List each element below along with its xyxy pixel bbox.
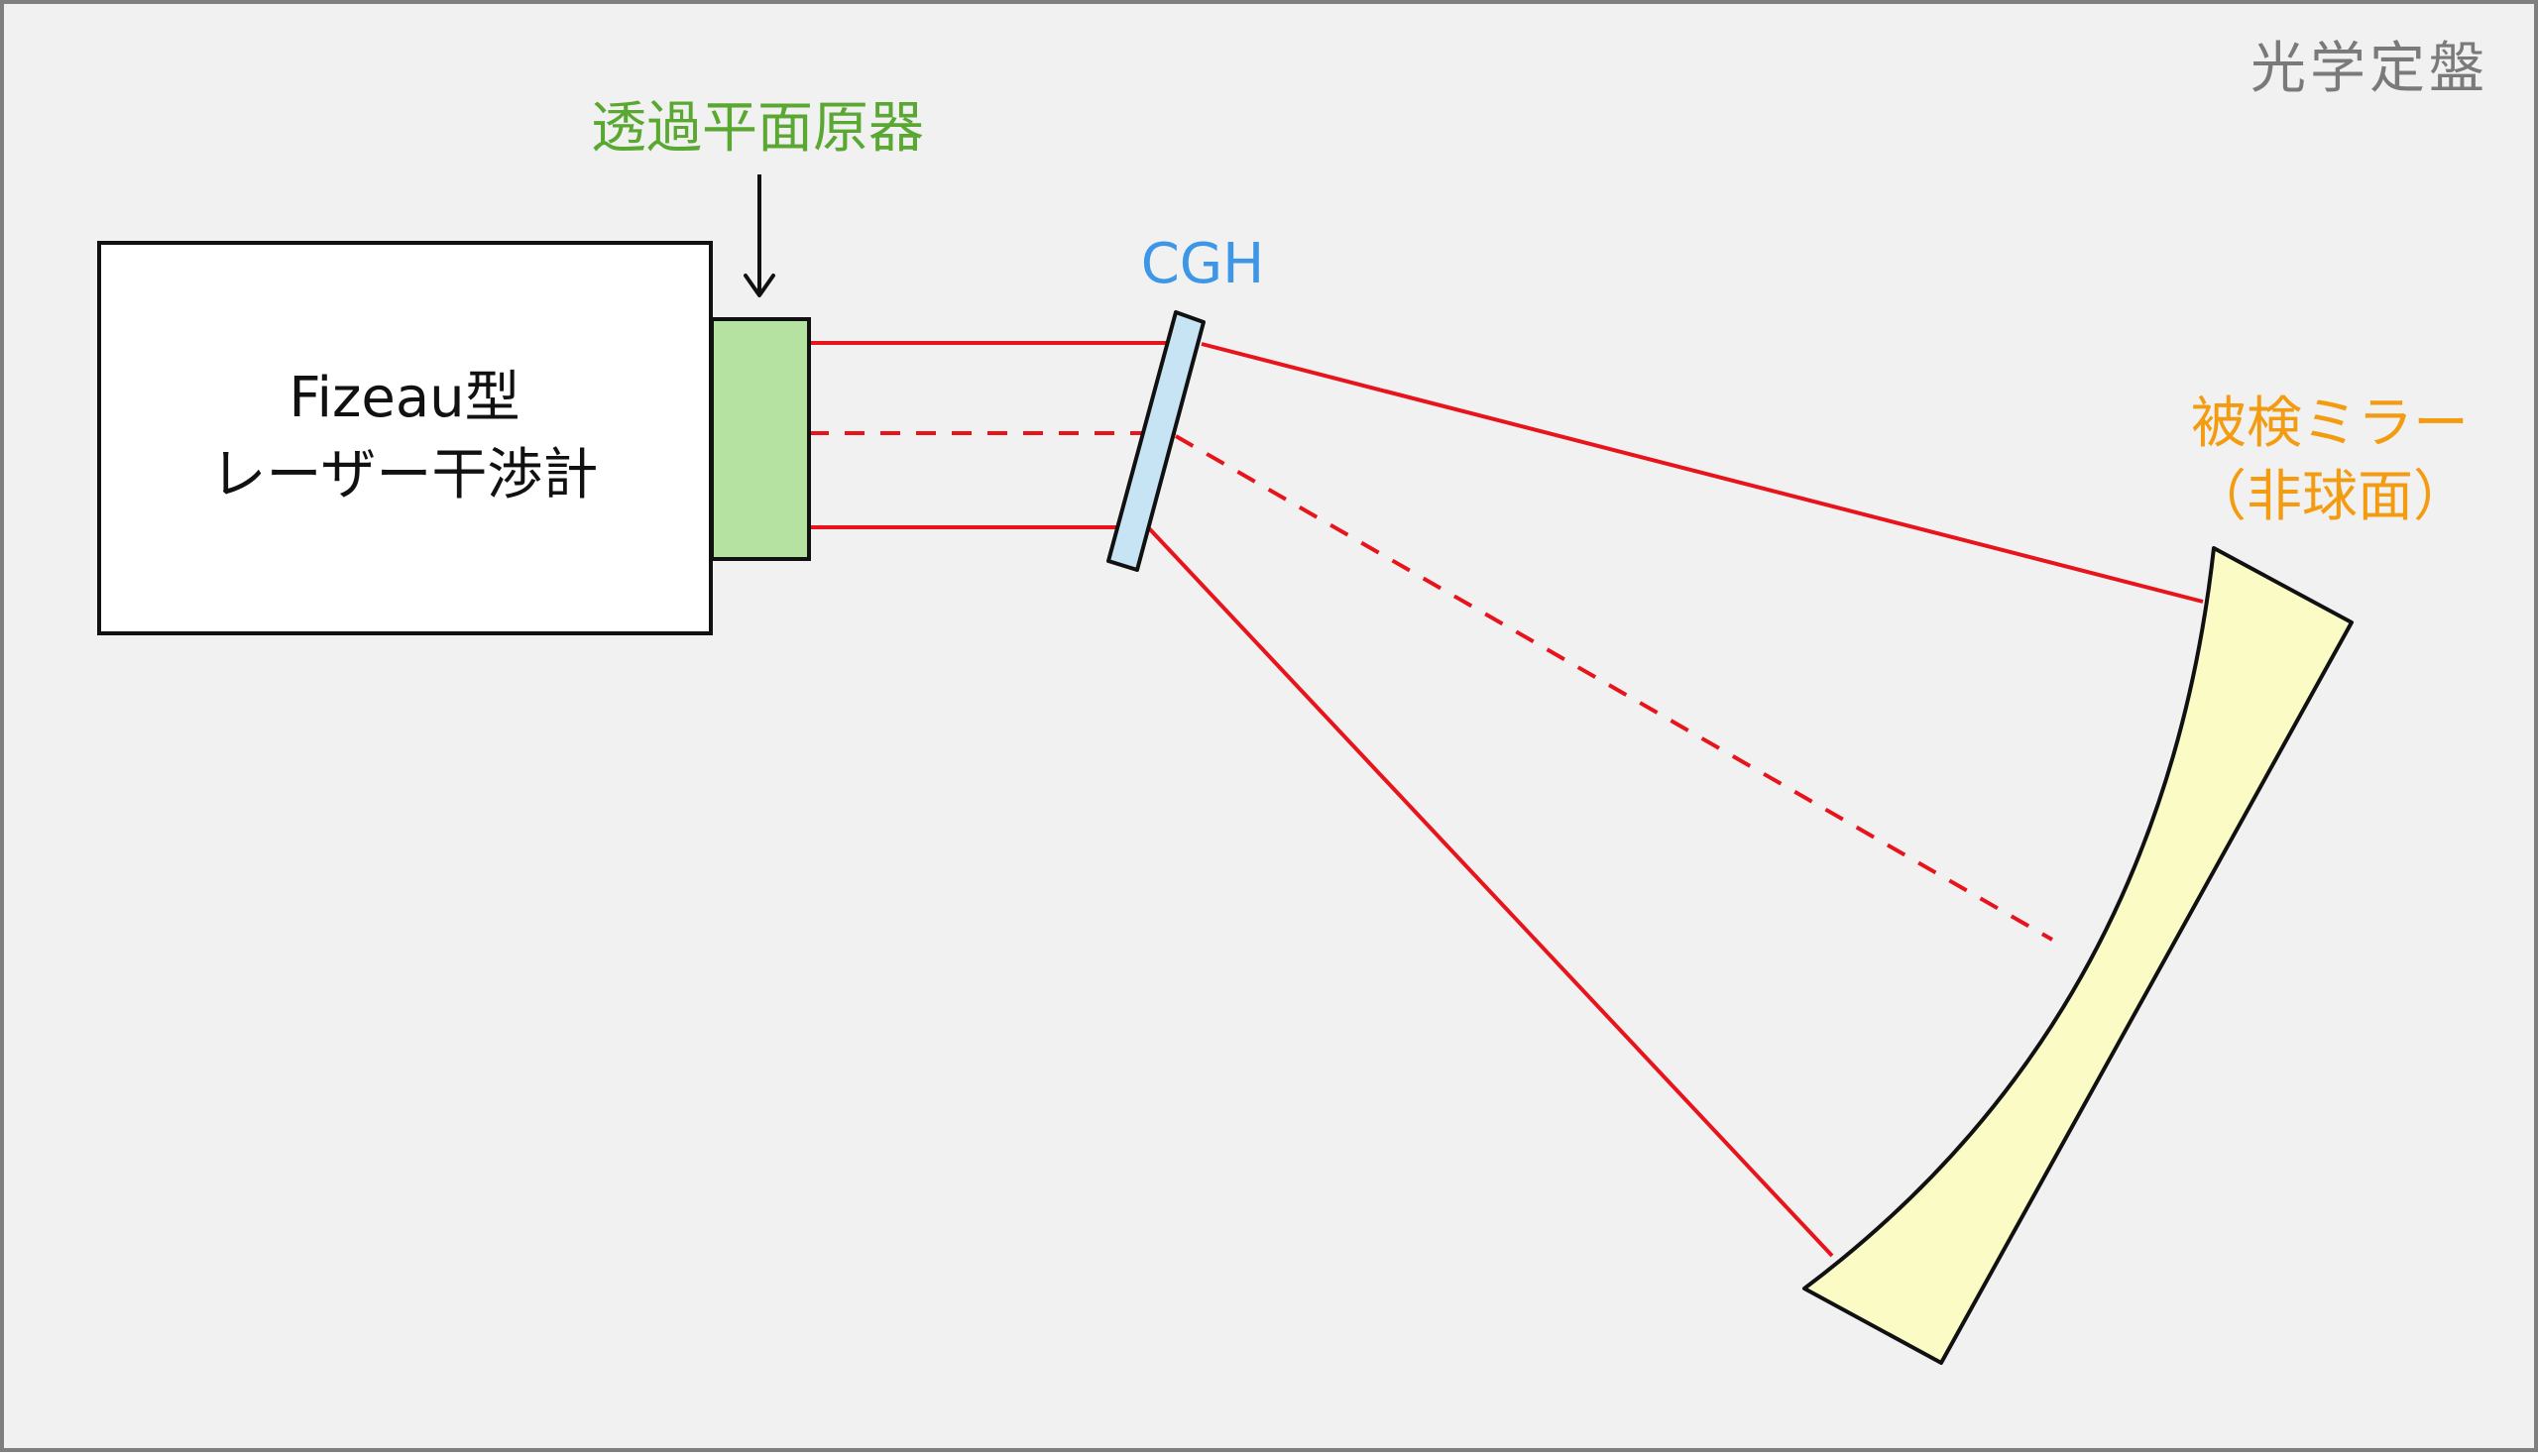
test-mirror-body (1802, 546, 2354, 1365)
beam-top-diffracted (1201, 342, 2204, 604)
fizeau-interferometer: Fizeau型 レーザー干渉計 (97, 241, 713, 635)
test-mirror: 被検ミラー （非球面） (1802, 392, 2469, 1365)
reference-flat-label: 透過平面原器 (591, 96, 924, 161)
beam-bottom-diffracted (1146, 525, 1834, 1258)
beam-center-diffracted (1175, 434, 2053, 942)
optical-table-label: 光学定盤 (2250, 37, 2488, 101)
transmission-reference-flat: 透過平面原器 (591, 96, 924, 561)
reference-flat-arrow-icon (744, 274, 775, 297)
reference-flat-body (710, 317, 811, 561)
cgh-label: CGH (1141, 232, 1265, 296)
cgh-plate: CGH (1106, 232, 1265, 572)
test-mirror-label-line1: 被検ミラー (2191, 392, 2469, 456)
interferometer-label-line2: レーザー干渉計 (211, 443, 599, 507)
test-mirror-label-line2: （非球面） (2191, 465, 2469, 529)
laser-beams (809, 341, 2204, 1258)
interferometer-body (97, 241, 713, 635)
interferometer-label-line1: Fizeau型 (288, 366, 519, 430)
cgh-body (1106, 310, 1206, 572)
